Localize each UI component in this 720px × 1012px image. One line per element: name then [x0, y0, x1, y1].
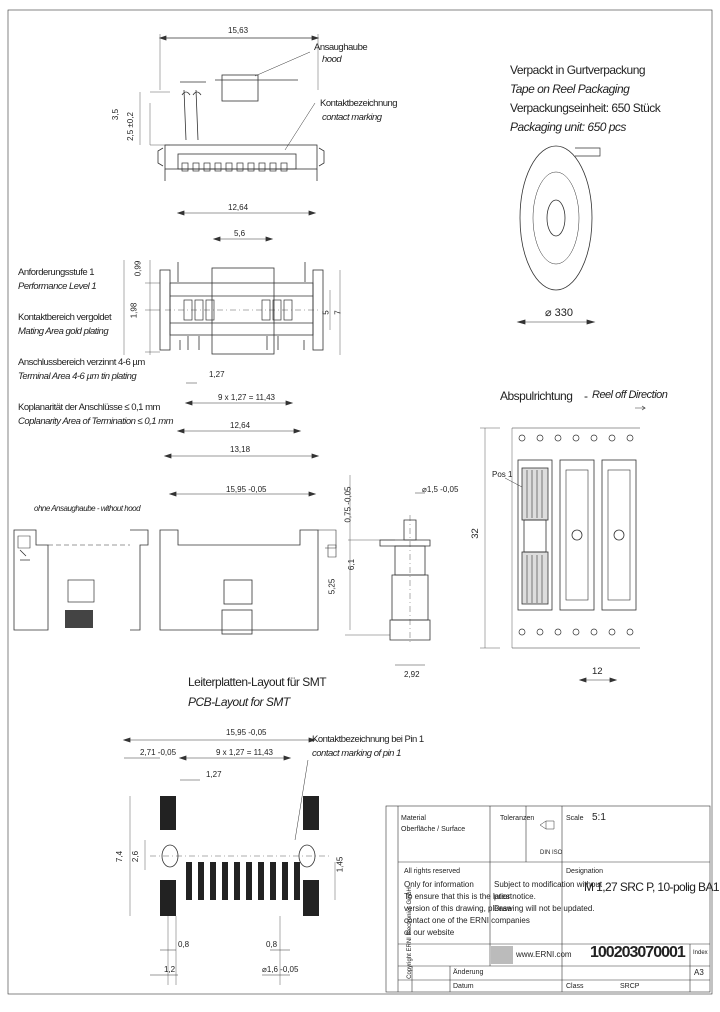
tb-part-number: 100203070001 [590, 944, 686, 961]
tb-tolerance-label: Toleranzen [500, 815, 535, 822]
pcb-layout [122, 737, 336, 985]
packaging-line-3: Verpackungseinheit: 650 Stück [510, 101, 661, 115]
without-hood-label: ohne Ansaughaube - without hood [34, 504, 141, 513]
pos1-label: Pos 1 [492, 470, 513, 479]
dim-h075: 0,75 -0,05 [343, 486, 353, 523]
tb-designation-label: Designation [566, 868, 603, 875]
dim-h198: 1,98 [129, 302, 139, 319]
reel-off-title-de: Abspulrichtung [500, 389, 573, 403]
pcb-dim-08a: 0,8 [178, 940, 190, 949]
dim-w1264: 12,64 [228, 203, 249, 212]
pin1-marking-de: Kontaktbezeichnung bei Pin 1 [312, 734, 424, 745]
tb-format: A3 [694, 968, 704, 977]
dim-h25: 2,5 ±0,2 [125, 112, 135, 141]
dim-d5: 5 [321, 310, 331, 315]
pcb-dim-127: 1,27 [206, 770, 222, 779]
tb-index-label: Index [693, 950, 708, 956]
packaging-line-4: Packaging unit: 650 pcs [510, 120, 626, 134]
side-view [345, 475, 431, 666]
dim-h525: 5,25 [327, 578, 337, 595]
pcb-dim-d16: ⌀1,6 -0,05 [262, 965, 299, 974]
tb-ensure-1: To ensure that this is the latest [404, 892, 513, 901]
dim-w1595: 15,95 -0,05 [226, 485, 267, 494]
mating-area-de: Kontaktbereich vergoldet [18, 312, 112, 323]
tb-scale-value: 5:1 [592, 812, 606, 823]
performance-level-de: Anforderungsstufe 1 [18, 267, 95, 278]
drawing-frame [7, 9, 713, 995]
reel-off-tape [480, 405, 646, 683]
reel-diameter: ⌀ 330 [545, 307, 574, 319]
terminal-area-de: Anschlussbereich verzinnt 4-6 µm [18, 357, 145, 368]
dim-d015: ⌀1,5 -0,05 [422, 485, 459, 494]
dim-w56: 5,6 [234, 229, 246, 238]
tb-designation: M 1,27 SRC P, 10-polig BA1 [584, 880, 720, 894]
reel-off-dim-12: 12 [592, 666, 603, 677]
tb-rights-label: All rights reserved [404, 868, 461, 875]
contact-marking-de: Kontaktbezeichnung [320, 98, 398, 109]
hood-label-de: Ansaughaube [314, 42, 368, 53]
tb-material-label: Material [401, 815, 426, 822]
tb-website: www.ERNI.com [516, 950, 572, 959]
dim-d292: 2,92 [404, 670, 420, 679]
pcb-layout-title-en: PCB-Layout for SMT [188, 695, 290, 709]
hood-label-en: hood [322, 54, 342, 65]
front-view-without-hood [13, 491, 337, 635]
packaging-line-1: Verpackt in Gurtverpackung [510, 63, 646, 77]
dim-h61: 6,1 [347, 558, 357, 571]
coplanarity-de: Koplanarität der Anschlüsse ≤ 0,1 mm [18, 402, 160, 413]
tb-subject-3: Drawing will not be updated. [494, 904, 595, 913]
dim-h35: 3,5 [111, 108, 121, 121]
tb-surface-label: Oberfläche / Surface [401, 826, 466, 833]
pcb-dim-w1595: 15,95 -0,05 [226, 728, 267, 737]
contact-marking-en: contact marking [322, 112, 382, 123]
performance-level-en: Performance Level 1 [18, 281, 97, 292]
tb-subject-1: Subject to modification without [494, 880, 603, 889]
packaging-line-2: Tape on Reel Packaging [510, 82, 630, 96]
dim-h099: 0,99 [133, 260, 143, 277]
tb-ensure-2: version of this drawing, please [404, 904, 512, 913]
top-view-with-hood [139, 34, 325, 216]
tb-ensure-4: or our website [404, 928, 455, 937]
tb-only-info: Only for information [404, 880, 474, 889]
pcb-dim-26: 2,6 [131, 850, 141, 863]
coplanarity-en: Coplanarity Area of Termination ≤ 0,1 mm [18, 416, 174, 427]
dim-top-width: 15,63 [228, 26, 249, 35]
tb-subject-2: prior notice. [494, 892, 536, 901]
tb-scale-label: Scale [566, 815, 584, 822]
dim-p127: 1,27 [209, 370, 225, 379]
tb-date-label: Datum [453, 983, 474, 990]
dim-p1143: 9 x 1,27 = 11,43 [218, 393, 276, 402]
terminal-area-en: Terminal Area 4-6 µm tin plating [18, 371, 137, 382]
pcb-dim-271: 2,71 -0,05 [140, 748, 177, 757]
reel-off-dim-32: 32 [469, 528, 481, 539]
mating-area-en: Mating Area gold plating [18, 326, 109, 337]
dim-d7: 7 [333, 310, 343, 315]
title-block [385, 805, 711, 993]
reel-off-dash: - [584, 389, 588, 403]
reel-off-title-en: Reel off Direction [592, 389, 668, 401]
pin1-marking-en: contact marking of pin 1 [312, 748, 401, 759]
pcb-dim-74: 7,4 [115, 850, 125, 863]
reel-drawing [516, 145, 601, 325]
dim-w1318: 13,18 [230, 445, 251, 454]
pcb-dim-145: 1,45 [335, 856, 345, 873]
pcb-dim-08b: 0,8 [266, 940, 278, 949]
pcb-layout-title-de: Leiterplatten-Layout für SMT [188, 675, 327, 689]
tb-change-label: Änderung [453, 969, 484, 976]
dim-w1264b: 12,64 [230, 421, 251, 430]
pcb-dim-12: 1,2 [164, 965, 176, 974]
tb-class-label: Class [566, 983, 584, 990]
pcb-dim-1143: 9 x 1,27 = 11,43 [216, 748, 274, 757]
tb-class-value: SRCP [620, 983, 640, 990]
tb-ensure-3: contact one of the ERNI companies [404, 916, 530, 925]
front-view-middle [123, 236, 341, 459]
tb-projection: DIN ISO [540, 850, 563, 856]
